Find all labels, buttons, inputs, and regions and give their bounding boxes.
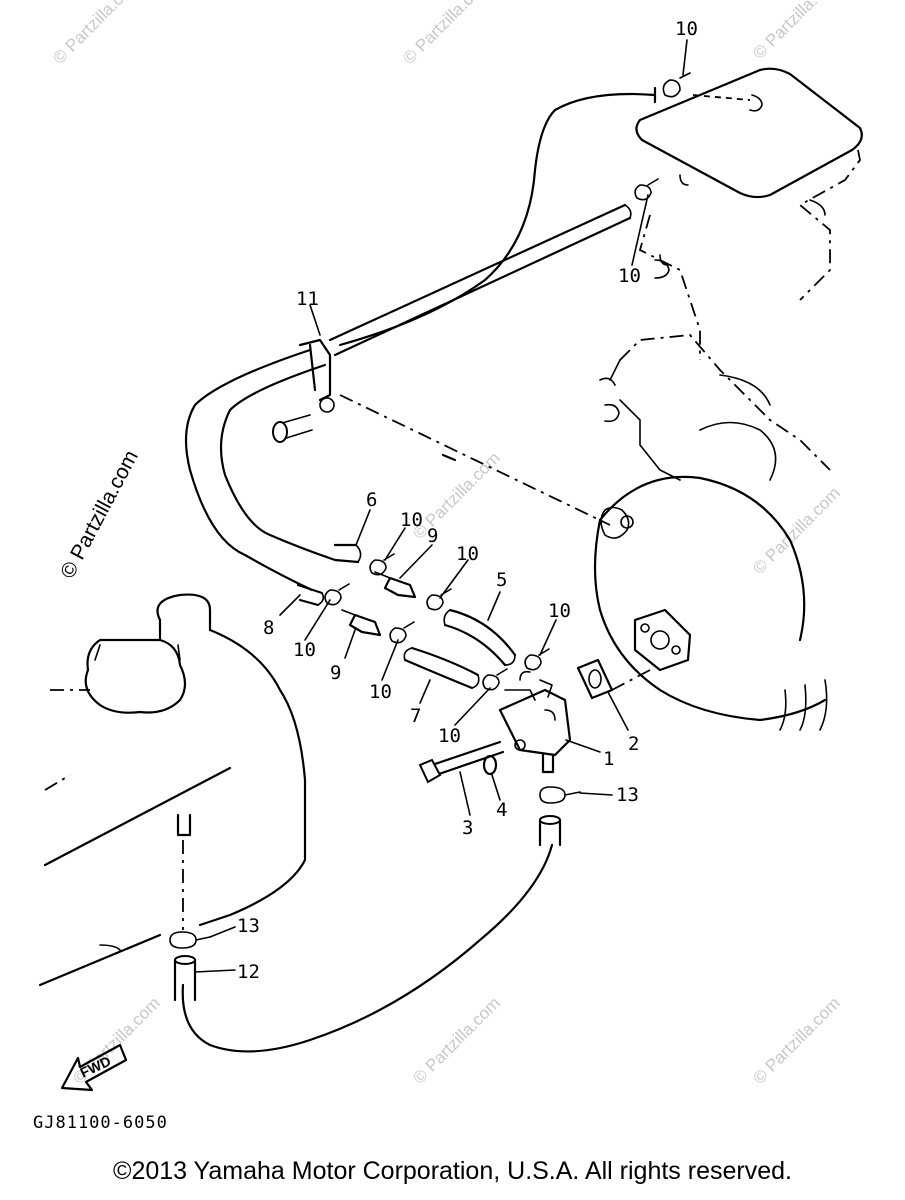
callout-2: 2 (628, 733, 639, 755)
callout-8: 8 (263, 617, 274, 639)
hose-clamps-13 (169, 786, 581, 949)
callout-10: 10 (548, 600, 571, 622)
callout-12: 12 (237, 961, 260, 983)
clamp-bracket (272, 338, 611, 526)
callout-3: 3 (462, 817, 473, 839)
watermark-text: © Partzilla.com (399, 0, 493, 68)
callout-13: 13 (616, 784, 639, 806)
callout-10: 10 (400, 509, 423, 531)
watermark-text-large: © Partzilla.com (56, 447, 143, 583)
hose-7 (403, 646, 480, 690)
copyright-notice: ©2013 Yamaha Motor Corporation, U.S.A. A… (113, 1157, 792, 1185)
watermark-text: © Partzilla.com (49, 0, 143, 68)
callout-9: 9 (330, 662, 341, 684)
engine-outline (593, 214, 831, 731)
callout-6: 6 (366, 489, 377, 511)
gasket (576, 658, 651, 700)
callout-11: 11 (296, 288, 319, 310)
callout-13: 13 (237, 915, 260, 937)
leader-lines (194, 39, 688, 973)
hoses (173, 86, 657, 1053)
watermarks: © Partzilla.com © Partzilla.com © Partzi… (49, 0, 843, 1088)
callout-10: 10 (369, 681, 392, 703)
hose-5 (443, 608, 517, 667)
washer (482, 754, 498, 776)
callout-1: 1 (603, 748, 614, 770)
callout-5: 5 (496, 569, 507, 591)
callout-9: 9 (427, 525, 438, 547)
callout-10: 10 (456, 543, 479, 565)
air-box-outline (635, 67, 863, 301)
callout-10: 10 (293, 639, 316, 661)
watermark-text: © Partzilla.com (409, 993, 503, 1087)
callout-10: 10 (438, 725, 461, 747)
callout-labels: 10 10 11 6 10 9 10 5 10 8 10 9 10 7 10 1… (237, 18, 698, 983)
callout-10: 10 (675, 18, 698, 40)
fuel-tank-outline (38, 593, 307, 987)
forward-direction-arrow: FWD (60, 1043, 128, 1092)
fuel-cock (498, 670, 572, 774)
hose-fittings (341, 571, 417, 637)
callout-7: 7 (410, 705, 421, 727)
callout-10: 10 (618, 265, 641, 287)
watermark-text: © Partzilla.com (409, 448, 503, 542)
watermark-text: © Partzilla.com (749, 483, 843, 577)
hose-clamps (324, 72, 691, 691)
callout-4: 4 (496, 799, 507, 821)
diagram-code: GJ81100-6050 (33, 1113, 168, 1133)
watermark-text: © Partzilla.com (749, 0, 843, 63)
watermark-text: © Partzilla.com (749, 993, 843, 1087)
